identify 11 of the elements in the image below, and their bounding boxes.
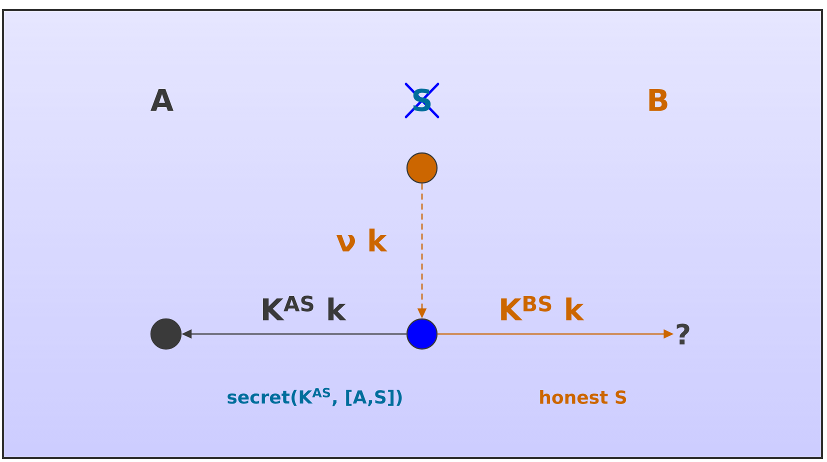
text-label: B [649, 89, 668, 111]
question-mark: ? [676, 324, 690, 344]
circle-node [406, 318, 438, 350]
circle-node [406, 152, 438, 184]
edge-label: ν k [336, 228, 388, 252]
circle-node [150, 318, 182, 350]
edge-label: K$^{BS}$ k [501, 296, 584, 320]
text-label: honest S [540, 390, 626, 404]
text-label: A [150, 89, 174, 111]
edge-label: K$^{AS}$ k [263, 296, 346, 320]
text-label: secret(K$^{AS}$, [A,S]) [228, 388, 402, 406]
